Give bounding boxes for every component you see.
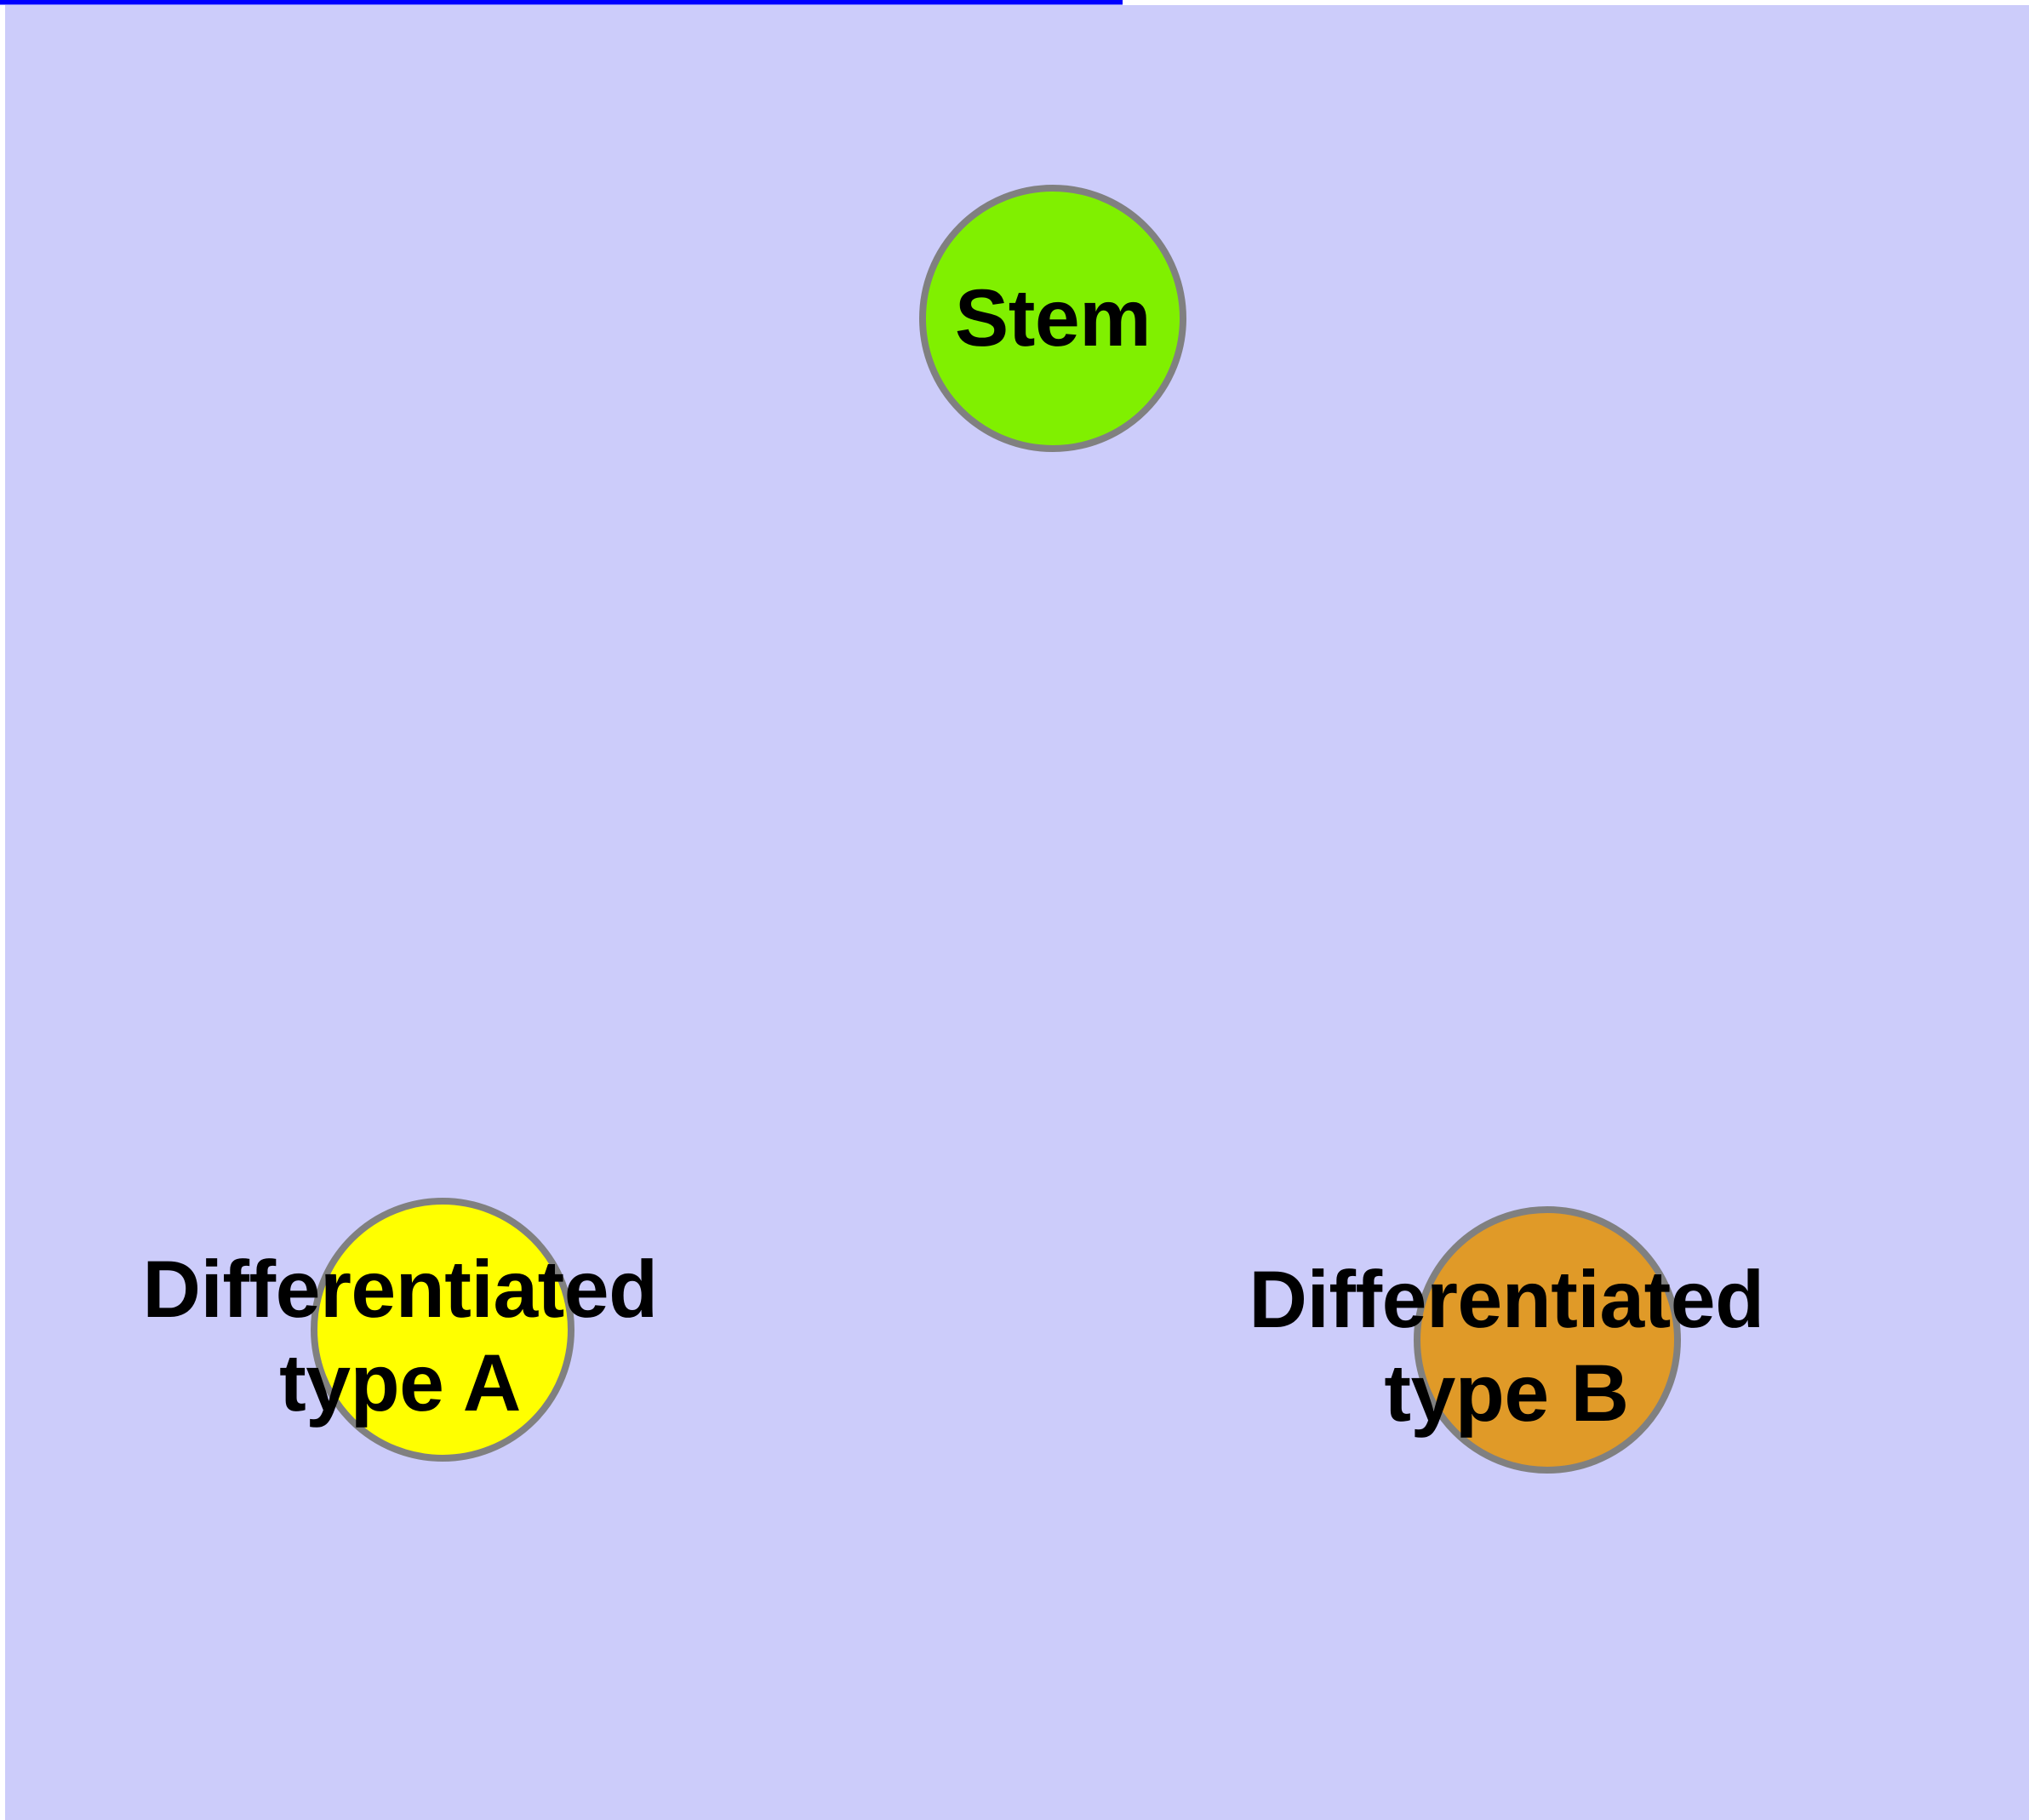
node-stem[interactable]	[919, 185, 1186, 452]
node-differentiated-type-b[interactable]	[1414, 1206, 1681, 1474]
node-layer	[311, 185, 1681, 1474]
node-differentiated-type-a[interactable]	[311, 1198, 574, 1462]
